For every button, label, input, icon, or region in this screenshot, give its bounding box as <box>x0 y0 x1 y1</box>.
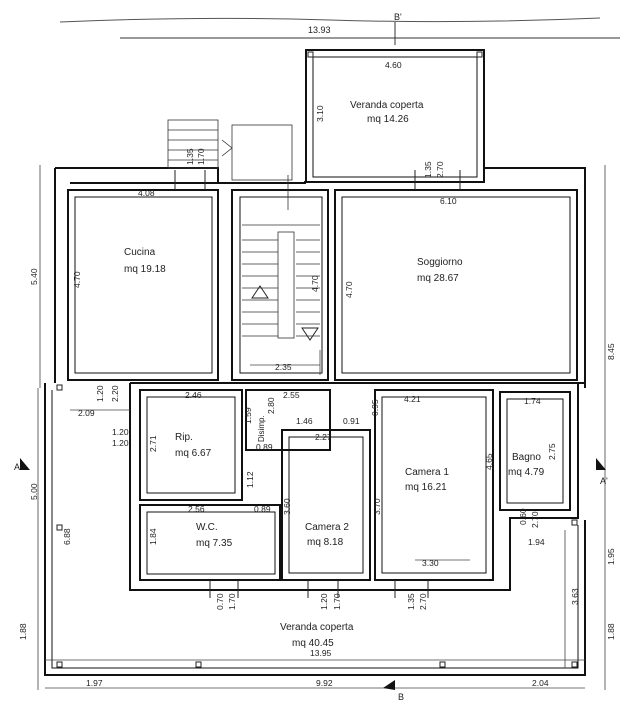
room-rip-area: mq 6.67 <box>175 448 212 459</box>
room-veranda-top-name: Veranda coperta <box>350 100 424 111</box>
room-camera1-area: mq 16.21 <box>405 482 447 493</box>
dim-rip-depth: 2.71 <box>148 435 158 452</box>
room-bagno-name: Bagno <box>512 452 541 463</box>
dim-cucina-width: 4.08 <box>138 188 155 198</box>
dim-wc-door: 0.89 <box>254 504 271 514</box>
dim-door-c1-w: 2.70 <box>418 593 428 610</box>
bottom-veranda <box>44 383 586 676</box>
room-veranda-bottom-area: mq 40.45 <box>292 638 334 649</box>
dim-right-total: 8.45 <box>606 343 616 360</box>
dim-bagno-window-w: 2.70 <box>530 511 540 528</box>
dim-bagno-bottom: 1.94 <box>528 537 545 547</box>
dim-disimp-width: 2.55 <box>283 390 300 400</box>
dim-camera1-depth: 4.65 <box>484 453 494 470</box>
room-disimpegno-name: Disimp. <box>257 415 266 442</box>
room-camera2-name: Camera 2 <box>305 522 349 533</box>
dim-door-wc-w: 1.70 <box>227 593 237 610</box>
dim-right-veranda: 3.63 <box>570 588 580 605</box>
dim-left-mid: 5.00 <box>29 483 39 500</box>
room-wc-name: W.C. <box>196 522 218 533</box>
dim-hall-width: 1.46 <box>296 416 313 426</box>
section-markers <box>20 458 606 690</box>
dim-top-total: 13.93 <box>308 25 331 35</box>
dim-door-c2-w: 1.70 <box>332 593 342 610</box>
section-a-left: A <box>14 462 20 472</box>
dim-left-upper: 5.40 <box>29 268 39 285</box>
room-soggiorno-area: mq 28.67 <box>417 273 459 284</box>
stair-arrows <box>251 285 319 341</box>
dim-bottom-right: 2.04 <box>532 678 549 688</box>
room-wc-area: mq 7.35 <box>196 538 233 549</box>
room-bagno-area: mq 4.79 <box>508 467 545 478</box>
stair-steps <box>242 175 320 339</box>
external-stair <box>167 119 293 181</box>
dim-camera1-gap: 0.95 <box>370 399 380 416</box>
section-b-bottom: B <box>398 692 404 702</box>
dim-left-lower: 6.88 <box>62 528 72 545</box>
dim-veranda-top-width: 4.60 <box>385 60 402 70</box>
dim-stair-landing: 2.35 <box>275 362 292 372</box>
dim-veranda-door-w: 2.70 <box>435 161 445 178</box>
room-soggiorno-name: Soggiorno <box>417 257 463 268</box>
dim-left-window-w: 1.20 <box>112 427 129 437</box>
dim-hall-door: 0.91 <box>343 416 360 426</box>
dim-cucina-window-h: 2.20 <box>110 385 120 402</box>
dim-left-total-small: 1.12 <box>245 471 255 488</box>
dim-cucina-window-w: 1.20 <box>95 385 105 402</box>
door-marks <box>174 170 461 598</box>
room-cucina-area: mq 19.18 <box>124 264 166 275</box>
dim-left-offset: 2.09 <box>78 408 95 418</box>
dim-left-window-h: 1.20 <box>112 438 129 448</box>
walls <box>54 49 586 591</box>
dim-camera2-width: 2.27 <box>315 432 332 442</box>
room-veranda-bottom-name: Veranda coperta <box>280 622 354 633</box>
dim-veranda-door-h: 1.35 <box>423 161 433 178</box>
dim-disimp-small: 0.89 <box>256 442 273 452</box>
dim-stair-opening-h: 1.35 <box>185 148 195 165</box>
dim-door-c2-h: 1.20 <box>319 593 329 610</box>
dim-door-wc-h: 0.70 <box>215 593 225 610</box>
dim-bagno-depth: 2.75 <box>547 443 557 460</box>
dim-cucina-depth: 4.70 <box>72 271 82 288</box>
room-rip-name: Rip. <box>175 432 193 443</box>
dim-right-base: 1.88 <box>606 623 616 640</box>
dim-wc-width: 2.56 <box>188 504 205 514</box>
dim-disimp-door: 1.59 <box>243 407 253 424</box>
dimension-lines <box>37 165 606 690</box>
dim-wc-depth: 1.84 <box>148 528 158 545</box>
dim-veranda-top-depth: 3.10 <box>315 105 325 122</box>
dim-soggiorno-width: 6.10 <box>440 196 457 206</box>
section-a-right: A' <box>600 476 608 486</box>
dim-camera1-depth2: 3.70 <box>372 498 382 515</box>
dim-bottom-left: 1.97 <box>86 678 103 688</box>
room-camera2-area: mq 8.18 <box>307 537 344 548</box>
dim-soggiorno-depth: 4.70 <box>344 281 354 298</box>
dim-camera2-depth: 3.60 <box>282 498 292 515</box>
room-camera1-name: Camera 1 <box>405 467 449 478</box>
dim-left-base: 1.88 <box>18 623 28 640</box>
dim-bagno-width: 1.74 <box>524 396 541 406</box>
room-cucina-name: Cucina <box>124 247 156 258</box>
dim-bottom-mid: 9.92 <box>316 678 333 688</box>
pillars <box>56 51 578 668</box>
dim-stair-depth: 4.70 <box>310 275 320 292</box>
room-veranda-top-area: mq 14.26 <box>367 114 409 125</box>
paper-edge-top <box>59 17 601 23</box>
dim-camera1-width: 4.21 <box>404 394 421 404</box>
dim-stair-opening-w: 1.70 <box>196 148 206 165</box>
section-b-top: B' <box>394 12 402 22</box>
dim-veranda-bottom-width: 13.95 <box>310 648 332 658</box>
dim-rip-width: 2.46 <box>185 390 202 400</box>
dim-right-lower: 1.95 <box>606 548 616 565</box>
dim-disimp-depth: 2.80 <box>266 397 276 414</box>
dim-bagno-window-h: 0.60 <box>518 508 528 525</box>
top-dimension <box>120 22 620 45</box>
dim-door-c1-h: 1.35 <box>406 593 416 610</box>
dim-camera1-bottom: 3.30 <box>422 558 439 568</box>
